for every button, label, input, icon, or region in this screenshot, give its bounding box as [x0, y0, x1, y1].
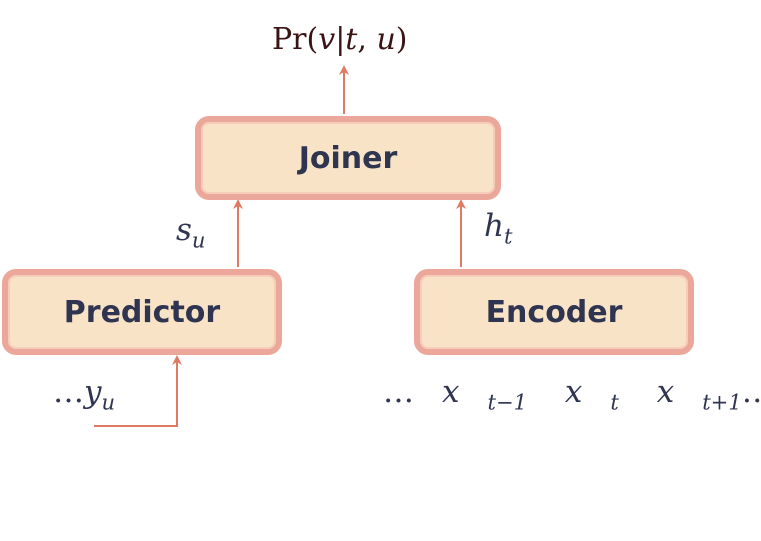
predictor-input-label: …yu [53, 374, 116, 415]
joiner-box: Joiner [195, 116, 501, 200]
joiner-label: Joiner [298, 140, 398, 176]
output-probability-label: Pr(v|t, u) [272, 22, 408, 57]
predictor-state-label: su [176, 212, 206, 253]
predictor-label: Predictor [63, 294, 221, 330]
arrow-feedback-to-predictor [94, 355, 182, 427]
encoder-box: Encoder [414, 269, 694, 355]
encoder-label: Encoder [485, 294, 623, 330]
predictor-box: Predictor [2, 269, 282, 355]
encoder-state-label: ht [484, 208, 513, 249]
